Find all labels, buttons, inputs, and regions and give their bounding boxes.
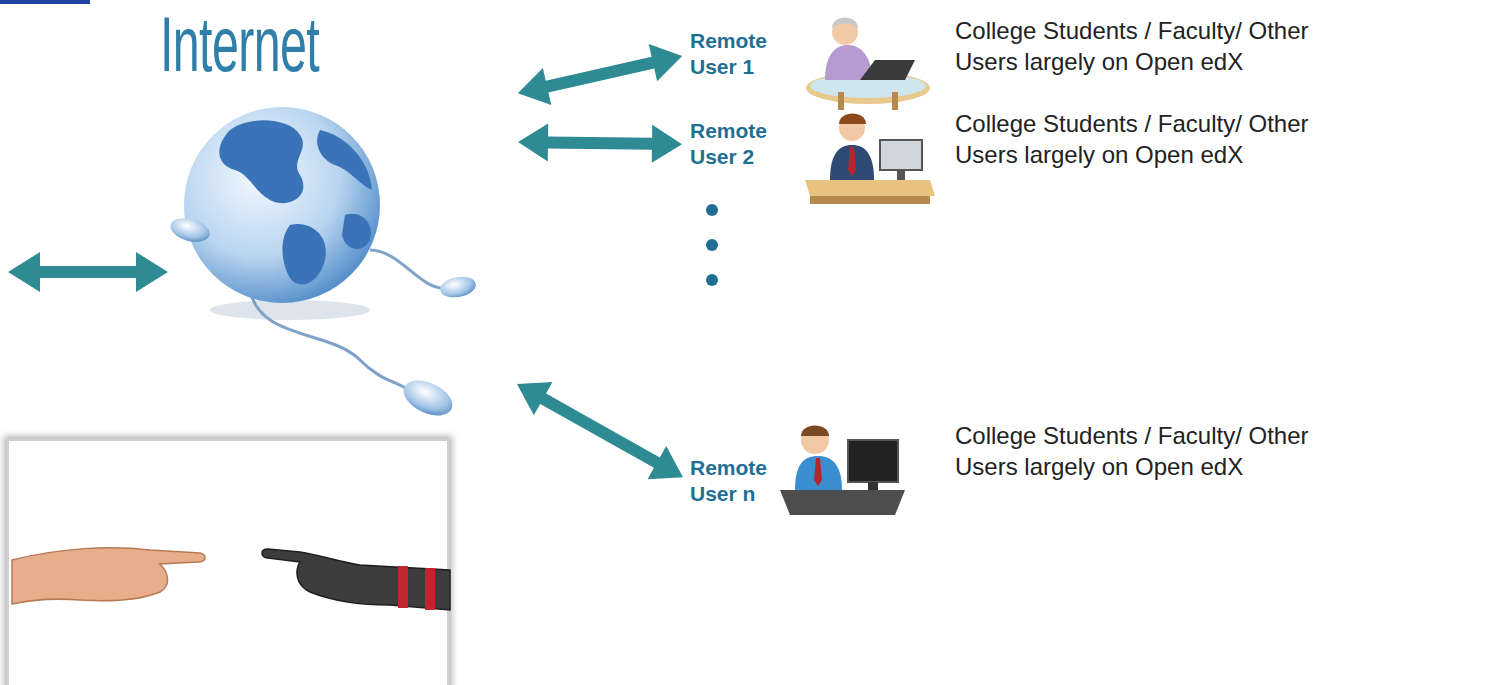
continent <box>282 224 325 284</box>
internet-globe: Internet <box>150 5 510 420</box>
image-frame-shadow <box>8 440 448 685</box>
dot <box>706 204 718 216</box>
robot-band <box>398 566 408 608</box>
remote-user: Remote User 1 <box>690 28 790 81</box>
robot-hand <box>262 549 450 610</box>
user-icon <box>780 426 905 516</box>
continent <box>317 130 372 190</box>
double-arrow <box>518 44 682 105</box>
cable <box>370 250 445 288</box>
remote-user: Remote User n <box>690 455 790 508</box>
double-arrow <box>517 382 683 479</box>
dot <box>706 239 718 251</box>
user-description: College Students / Faculty/ Other Users … <box>955 15 1325 77</box>
user-label: Remote User n <box>690 455 790 508</box>
mouse <box>398 373 458 422</box>
dot <box>706 274 718 286</box>
user-label: Remote User 1 <box>690 28 790 81</box>
continent <box>342 214 371 249</box>
user-description: College Students / Faculty/ Other Users … <box>955 420 1325 482</box>
robot-band <box>425 568 435 610</box>
corner-bar <box>0 0 90 4</box>
globe-shadow <box>210 300 370 320</box>
user-description: College Students / Faculty/ Other Users … <box>955 108 1325 170</box>
mouse <box>168 214 212 246</box>
cable <box>250 290 415 395</box>
user-icon <box>805 114 935 205</box>
double-arrow <box>8 252 168 292</box>
globe <box>184 107 380 303</box>
continent <box>219 120 303 203</box>
image-frame <box>8 440 448 685</box>
double-arrow <box>518 124 682 163</box>
human-hand <box>12 548 205 604</box>
user-label: Remote User 2 <box>690 118 790 171</box>
user-icon <box>806 18 930 111</box>
title-word: Internet <box>160 5 319 83</box>
mouse <box>439 274 478 300</box>
remote-user: Remote User 2 <box>690 118 790 171</box>
